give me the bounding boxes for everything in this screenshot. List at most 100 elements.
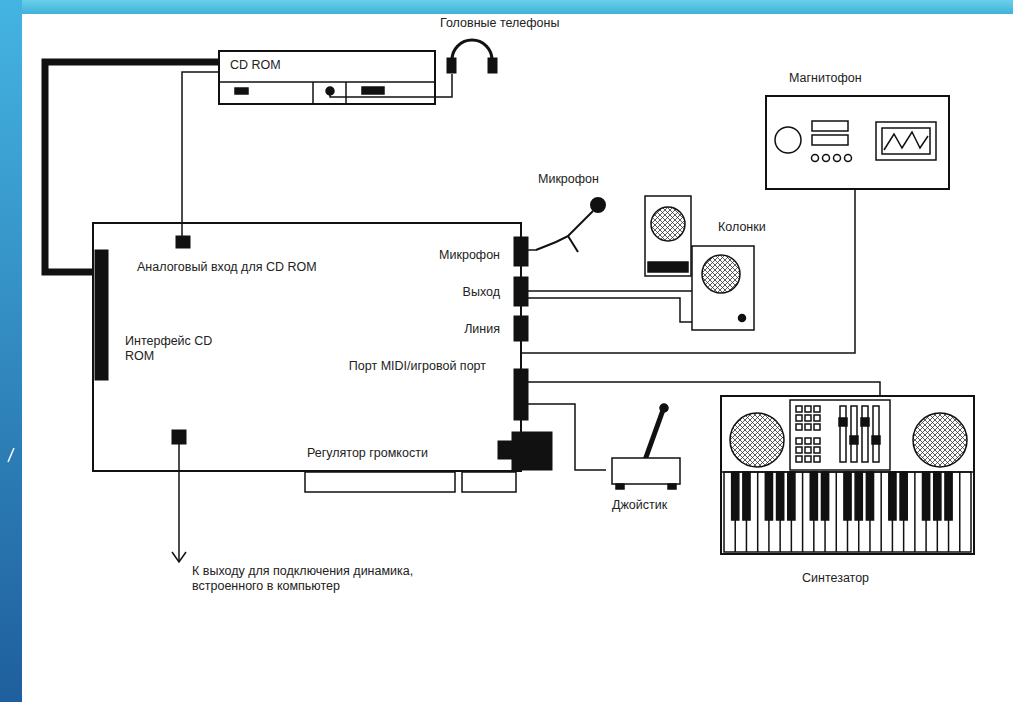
synthesizer-icon — [840, 406, 846, 462]
tape-recorder-icon — [882, 128, 930, 154]
device-label: Синтезатор — [802, 571, 869, 586]
joystick-icon — [660, 404, 668, 412]
synthesizer-icon — [844, 472, 851, 520]
sound-card-parts — [498, 441, 512, 459]
synthesizer-icon — [757, 472, 759, 552]
synthesizer-icon — [814, 406, 820, 412]
cable — [522, 290, 640, 292]
synthesizer-icon — [796, 447, 802, 453]
cable — [522, 404, 606, 470]
synthesizer-icon — [889, 472, 896, 520]
synthesizer-icon — [821, 472, 828, 520]
tape-recorder-icon — [775, 121, 936, 162]
device-label: Колонки — [718, 220, 766, 235]
device-label: Головные телефоны — [440, 16, 559, 31]
joystick-icon — [612, 404, 680, 489]
joystick-icon — [612, 458, 680, 484]
synthesizer-icon — [805, 456, 811, 462]
synthesizer-icon — [788, 472, 795, 520]
synthesizer-icon — [934, 472, 941, 520]
synthesizer-icon — [805, 438, 811, 444]
cable — [436, 74, 452, 97]
synthesizer-icon — [814, 447, 820, 453]
sound-card-parts — [305, 472, 455, 492]
device-label: Интерфейс CD ROM — [125, 334, 215, 364]
synthesizer-icon — [873, 406, 879, 462]
speakers-icon — [692, 246, 754, 330]
synthesizer-icon — [796, 456, 802, 462]
cdrom-panel — [218, 82, 436, 104]
joystick-icon — [616, 484, 624, 489]
sound-card-parts — [176, 236, 190, 248]
microphone-icon — [568, 211, 593, 236]
tape-recorder-icon — [812, 121, 848, 131]
tape-recorder-icon — [812, 155, 819, 162]
device-label: Линия — [464, 322, 500, 337]
tape-recorder-icon — [823, 155, 830, 162]
synthesizer-icon — [850, 436, 858, 444]
cdrom-panel — [330, 95, 436, 97]
synthesizer-icon — [814, 415, 820, 421]
headphones-icon — [447, 40, 497, 73]
sound-card-parts — [462, 472, 516, 492]
tape-recorder-icon — [876, 122, 936, 160]
cdrom-panel — [218, 81, 436, 83]
device-label: Магнитофон — [789, 71, 862, 86]
synthesizer-icon — [862, 406, 868, 462]
synthesizer-icon — [730, 413, 784, 467]
headphones-icon — [452, 40, 492, 60]
tape-recorder-icon — [845, 155, 852, 162]
device-label: Микрофон — [439, 248, 500, 263]
frame-band — [0, 0, 22, 702]
synthesizer-icon — [851, 406, 857, 462]
synthesizer-icon — [743, 472, 750, 520]
synthesizer-icon — [777, 472, 784, 520]
sound-card-parts — [95, 222, 552, 562]
speakers-icon — [702, 255, 740, 293]
synthesizer-icon — [796, 438, 802, 444]
sound-card: Аналоговый вход для CD ROMМикрофонВыходЛ… — [92, 222, 522, 472]
synthesizer-icon — [810, 472, 817, 520]
synthesizer-icon — [872, 436, 880, 444]
synthesizer-icon — [732, 472, 739, 520]
cdrom-panel — [312, 82, 314, 104]
speakers-icon — [522, 196, 754, 330]
synthesizer-icon — [805, 415, 811, 421]
synthesizer-icon — [796, 415, 802, 421]
device-label: Джойстик — [612, 498, 667, 513]
cable — [182, 72, 218, 222]
cdrom-panel — [326, 87, 334, 95]
cdrom-panel — [235, 88, 248, 94]
microphone-icon — [591, 198, 605, 212]
synthesizer-icon — [765, 472, 772, 520]
sound-card-parts — [181, 222, 183, 236]
synthesizer-icon — [945, 472, 952, 520]
headphones-icon — [447, 58, 456, 73]
speakers-icon — [739, 315, 746, 322]
synthesizer-icon — [836, 472, 838, 552]
frame-band — [0, 0, 1013, 14]
speakers-icon — [640, 290, 692, 292]
synthesizer-icon — [900, 472, 907, 520]
synthesizer-icon — [861, 418, 869, 426]
synthesizer: Синтезатор — [720, 395, 975, 555]
synthesizer-icon — [722, 400, 973, 552]
tape-recorder-icon — [812, 135, 848, 145]
sound-card-parts — [512, 432, 552, 470]
cdrom-panel — [345, 82, 347, 104]
device-label: Регулятор громкости — [307, 446, 428, 461]
synthesizer-icon — [805, 447, 811, 453]
note-label: К выходу для подключения динамика, встро… — [192, 564, 454, 594]
microphone-icon — [536, 236, 578, 252]
cable — [45, 62, 218, 272]
headphones-icon — [488, 58, 497, 73]
synthesizer-icon — [814, 438, 820, 444]
synthesizer-icon — [922, 472, 929, 520]
cable — [522, 249, 536, 251]
synthesizer-icon — [914, 472, 916, 552]
synthesizer-icon — [802, 472, 804, 552]
synthesizer-icon — [790, 400, 890, 470]
synthesizer-icon — [805, 424, 811, 430]
synthesizer-icon — [880, 472, 882, 552]
headphones: Головные телефоны — [440, 16, 572, 74]
